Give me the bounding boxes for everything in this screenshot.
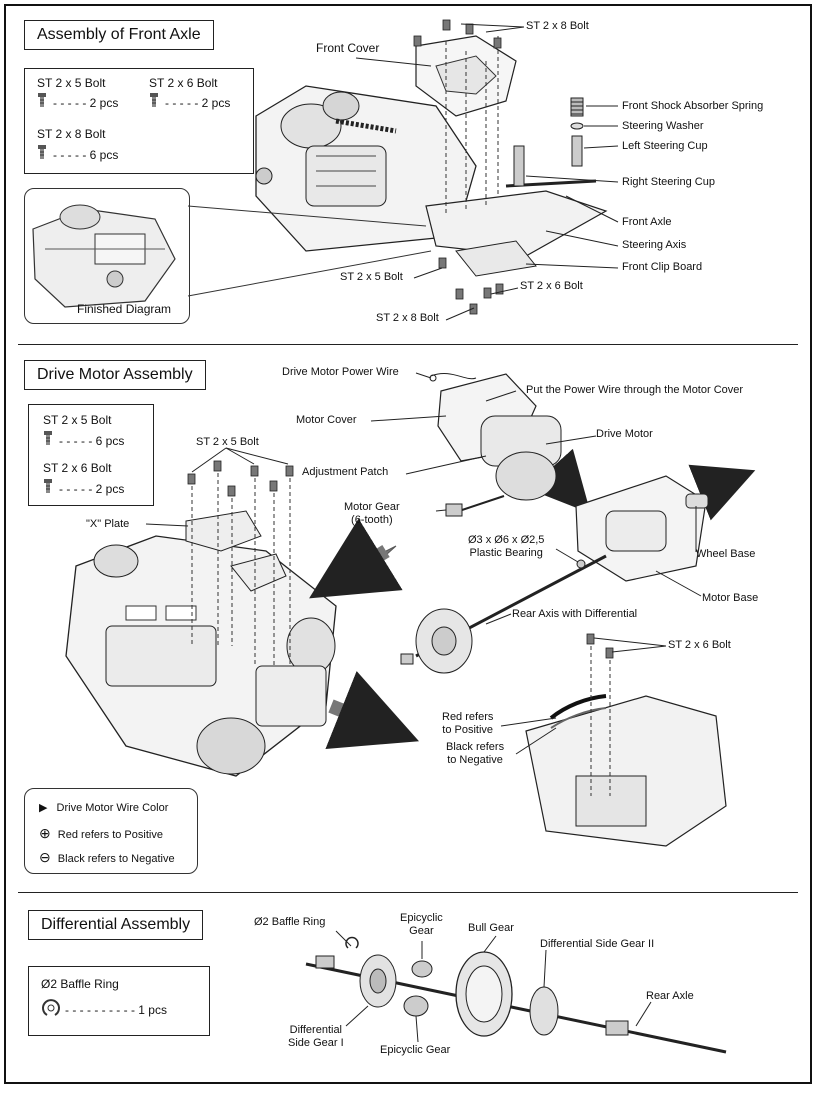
baffle-ring-icon bbox=[42, 999, 60, 1016]
bolt-icon bbox=[44, 479, 52, 493]
differential-drawing bbox=[305, 930, 727, 1054]
bolt-icon bbox=[38, 145, 46, 159]
label-steering-washer: Steering Washer bbox=[622, 120, 704, 132]
label-rear-axis: Rear Axis with Differential bbox=[512, 608, 638, 620]
finished-diagram-inset: Finished Diagram bbox=[24, 188, 190, 324]
bolt-icon bbox=[38, 93, 46, 107]
part-qty: - - - - - 6 pcs bbox=[53, 148, 119, 162]
label-side-gear-2: Differential Side Gear II bbox=[540, 938, 655, 950]
drive-motor-parts-box: ST 2 x 5 Bolt - - - - - 6 pcs ST 2 x 6 B… bbox=[28, 404, 154, 506]
label-wheel-base: Wheel Base bbox=[696, 548, 756, 560]
legend-text: Red refers to Positive bbox=[57, 829, 163, 841]
label-front-cover: Front Cover bbox=[316, 41, 380, 55]
label-front-axle: Front Axle bbox=[622, 216, 672, 228]
label-side-gear-1: Differential Side Gear I bbox=[288, 1024, 344, 1049]
label-st2x8-bottom: ST 2 x 8 Bolt bbox=[376, 312, 439, 324]
differential-parts-box: Ø2 Baffle Ring - - - - - - - - - - 1 pcs bbox=[28, 966, 210, 1036]
legend-row: ⊖ Black refers to Negative bbox=[39, 849, 175, 866]
part-name: ST 2 x 5 Bolt bbox=[43, 413, 112, 427]
wire-color-legend: ▶ Drive Motor Wire Color ⊕ Red refers to… bbox=[24, 788, 198, 874]
label-x-plate: "X" Plate bbox=[86, 518, 130, 530]
part-name: ST 2 x 6 Bolt bbox=[43, 461, 112, 475]
part-qty: - - - - - - - - - - 1 pcs bbox=[65, 1003, 167, 1017]
label-bearing: Ø3 x Ø6 x Ø2,5 Plastic Bearing bbox=[468, 534, 545, 559]
part-qty: - - - - - 2 pcs bbox=[59, 482, 125, 496]
label-motor-base: Motor Base bbox=[702, 592, 759, 604]
drive-motor-drawing bbox=[65, 372, 756, 847]
drive-motor-title: Drive Motor Assembly bbox=[24, 360, 206, 390]
differential-title: Differential Assembly bbox=[28, 910, 204, 940]
section-divider bbox=[18, 892, 798, 893]
label-rear-axle: Rear Axle bbox=[646, 990, 694, 1002]
play-triangle-icon: ▶ bbox=[39, 802, 48, 814]
label-st2x6-motor: ST 2 x 6 Bolt bbox=[668, 639, 731, 651]
assembly-drawings bbox=[65, 19, 756, 1054]
part-name: ST 2 x 8 Bolt bbox=[37, 127, 106, 141]
label-epicyclic-top: Epicyclic Gear bbox=[400, 912, 443, 937]
legend-row: ⊕ Red refers to Positive bbox=[39, 825, 163, 842]
label-red-positive: Red refers to Positive bbox=[442, 711, 494, 736]
label-clip-board: Front Clip Board bbox=[622, 261, 703, 273]
label-put-wire: Put the Power Wire through the Motor Cov… bbox=[526, 384, 744, 396]
label-left-cup: Left Steering Cup bbox=[622, 140, 708, 152]
label-adjustment-patch: Adjustment Patch bbox=[302, 466, 389, 478]
label-drive-motor: Drive Motor bbox=[596, 428, 653, 440]
section-divider bbox=[18, 344, 798, 345]
part-qty: - - - - - 6 pcs bbox=[59, 434, 125, 448]
finished-diagram-label: Finished Diagram bbox=[77, 302, 172, 316]
bolt-icon bbox=[150, 93, 158, 107]
bolt-icon bbox=[44, 431, 52, 445]
plus-circle-icon: ⊕ bbox=[39, 825, 51, 841]
label-st2x5: ST 2 x 5 Bolt bbox=[340, 271, 403, 283]
label-epicyclic-bottom: Epicyclic Gear bbox=[380, 1044, 451, 1056]
label-shock-spring: Front Shock Absorber Spring bbox=[622, 100, 764, 112]
legend-text: Black refers to Negative bbox=[57, 853, 175, 865]
label-steering-axis: Steering Axis bbox=[622, 239, 687, 251]
label-motor-gear: Motor Gear (6-tooth) bbox=[344, 501, 400, 526]
label-baffle-ring: Ø2 Baffle Ring bbox=[254, 916, 326, 928]
label-st2x8-top: ST 2 x 8 Bolt bbox=[526, 20, 589, 32]
label-right-cup: Right Steering Cup bbox=[622, 176, 715, 188]
label-motor-cover: Motor Cover bbox=[296, 414, 357, 426]
instruction-page: Assembly of Front Axle ST 2 x 5 Bolt - -… bbox=[4, 4, 812, 1084]
part-qty: - - - - - 2 pcs bbox=[165, 96, 231, 110]
legend-text: Drive Motor Wire Color bbox=[56, 802, 169, 814]
part-name: Ø2 Baffle Ring bbox=[41, 977, 119, 991]
label-black-negative: Black refers to Negative bbox=[446, 741, 505, 766]
front-axle-title: Assembly of Front Axle bbox=[24, 20, 214, 50]
legend-row: ▶ Drive Motor Wire Color bbox=[39, 801, 168, 814]
finished-diagram-drawing bbox=[32, 204, 176, 308]
label-bull-gear: Bull Gear bbox=[468, 922, 514, 934]
label-st2x6: ST 2 x 6 Bolt bbox=[520, 280, 583, 292]
label-power-wire: Drive Motor Power Wire bbox=[282, 366, 399, 378]
part-name: ST 2 x 5 Bolt bbox=[37, 76, 106, 90]
minus-circle-icon: ⊖ bbox=[39, 849, 51, 865]
part-name: ST 2 x 6 Bolt bbox=[149, 76, 218, 90]
label-st2x5-motor: ST 2 x 5 Bolt bbox=[196, 436, 259, 448]
part-qty: - - - - - 2 pcs bbox=[53, 96, 119, 110]
front-axle-drawing bbox=[187, 19, 619, 321]
front-axle-parts-box: ST 2 x 5 Bolt - - - - - 2 pcs ST 2 x 6 B… bbox=[24, 68, 254, 174]
